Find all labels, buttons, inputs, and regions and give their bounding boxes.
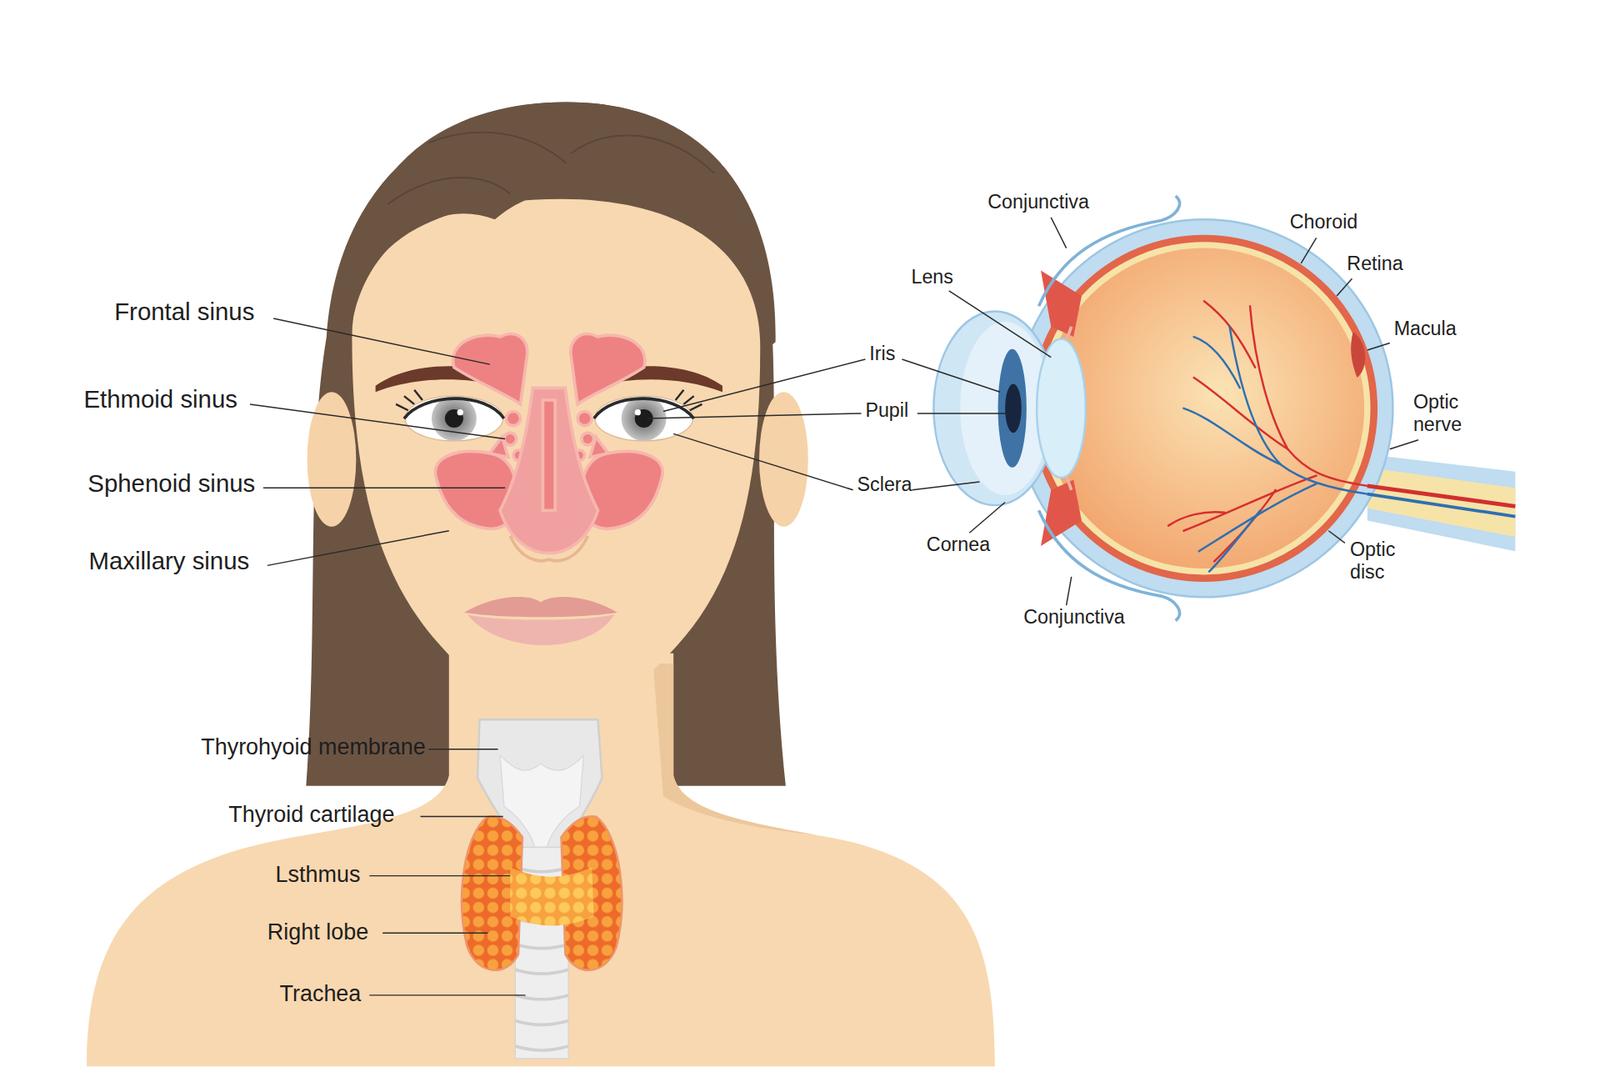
part-label: Lsthmus: [275, 860, 361, 887]
part-label: Choroid: [1290, 210, 1358, 234]
part-label: Optic disc: [1350, 539, 1422, 584]
part-label: Thyroid cartilage: [228, 800, 395, 827]
hair-fringe: [348, 101, 776, 352]
lips: [464, 596, 618, 645]
part-label: Macula: [1394, 317, 1457, 340]
part-label: Thyrohyoid membrane: [200, 733, 426, 760]
part-label: Sphenoid sinus: [87, 469, 255, 498]
part-label: Conjunctiva: [1023, 605, 1125, 629]
leader-lines: [250, 217, 1419, 995]
neck-shadow: [653, 663, 817, 835]
part-label: Sclera: [857, 473, 913, 496]
hair-strands: [387, 132, 715, 205]
part-label: Optic nerve: [1413, 390, 1485, 435]
shoulders: [86, 653, 995, 1067]
part-label: Ethmoid sinus: [83, 385, 238, 414]
blood-vessels: [1168, 300, 1368, 571]
eyeball-section: [933, 219, 1515, 597]
part-label: Lens: [910, 266, 953, 290]
part-label: Frontal sinus: [114, 298, 255, 327]
sinuses: [435, 334, 663, 554]
part-label: Cornea: [926, 533, 990, 556]
nose-tip: [510, 535, 588, 561]
part-label: Right lobe: [267, 918, 369, 945]
part-label: Iris: [869, 342, 895, 365]
part-label: Retina: [1346, 253, 1403, 276]
thyroid-gland: [461, 815, 622, 970]
hair: [305, 101, 786, 785]
part-label: Conjunctiva: [987, 190, 1090, 214]
part-label: Maxillary sinus: [89, 546, 250, 575]
face: [351, 199, 760, 715]
part-label: Pupil: [865, 399, 909, 422]
conjunctiva-membrane: [1039, 195, 1180, 620]
part-label: Trachea: [280, 980, 362, 1007]
